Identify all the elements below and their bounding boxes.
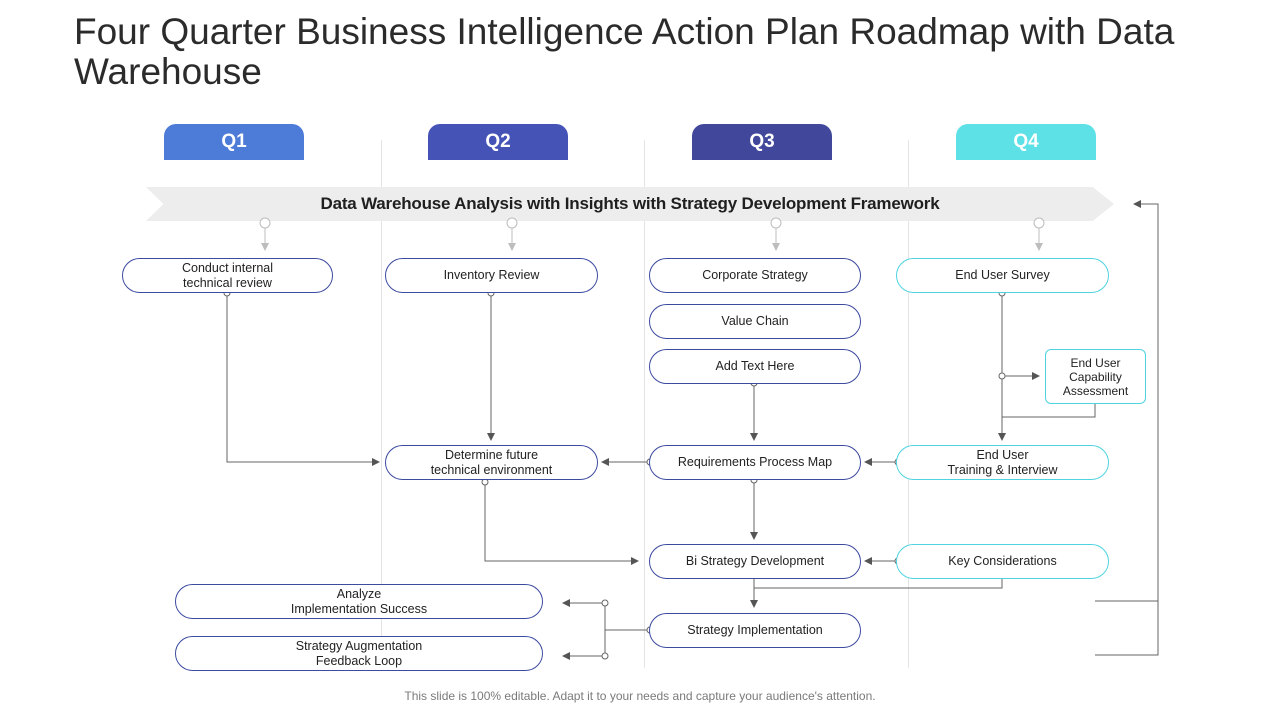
node-strategy-implementation: Strategy Implementation (649, 613, 861, 648)
node-value-chain: Value Chain (649, 304, 861, 339)
quarter-tab-q1: Q1 (164, 124, 304, 160)
node-analyze-implementation-success: Analyze Implementation Success (175, 584, 543, 619)
node-end-user-capability-assessment: End User Capability Assessment (1045, 349, 1146, 404)
column-divider (381, 140, 382, 668)
node-end-user-survey: End User Survey (896, 258, 1109, 293)
framework-banner: Data Warehouse Analysis with Insights wi… (146, 187, 1114, 221)
quarter-tab-q3: Q3 (692, 124, 832, 160)
quarter-tab-q2: Q2 (428, 124, 568, 160)
node-bi-strategy-development: Bi Strategy Development (649, 544, 861, 579)
node-inventory-review: Inventory Review (385, 258, 598, 293)
quarter-tab-q4: Q4 (956, 124, 1096, 160)
node-requirements-process-map: Requirements Process Map (649, 445, 861, 480)
node-end-user-training-interview: End User Training & Interview (896, 445, 1109, 480)
page-title: Four Quarter Business Intelligence Actio… (74, 11, 1175, 92)
node-key-considerations: Key Considerations (896, 544, 1109, 579)
column-divider (644, 140, 645, 668)
node-corporate-strategy: Corporate Strategy (649, 258, 861, 293)
footer-note: This slide is 100% editable. Adapt it to… (404, 689, 876, 703)
node-add-text-here: Add Text Here (649, 349, 861, 384)
column-divider (908, 140, 909, 668)
node-determine-future-environment: Determine future technical environment (385, 445, 598, 480)
node-conduct-internal-review: Conduct internal technical review (122, 258, 333, 293)
node-strategy-augmentation-feedback-loop: Strategy Augmentation Feedback Loop (175, 636, 543, 671)
